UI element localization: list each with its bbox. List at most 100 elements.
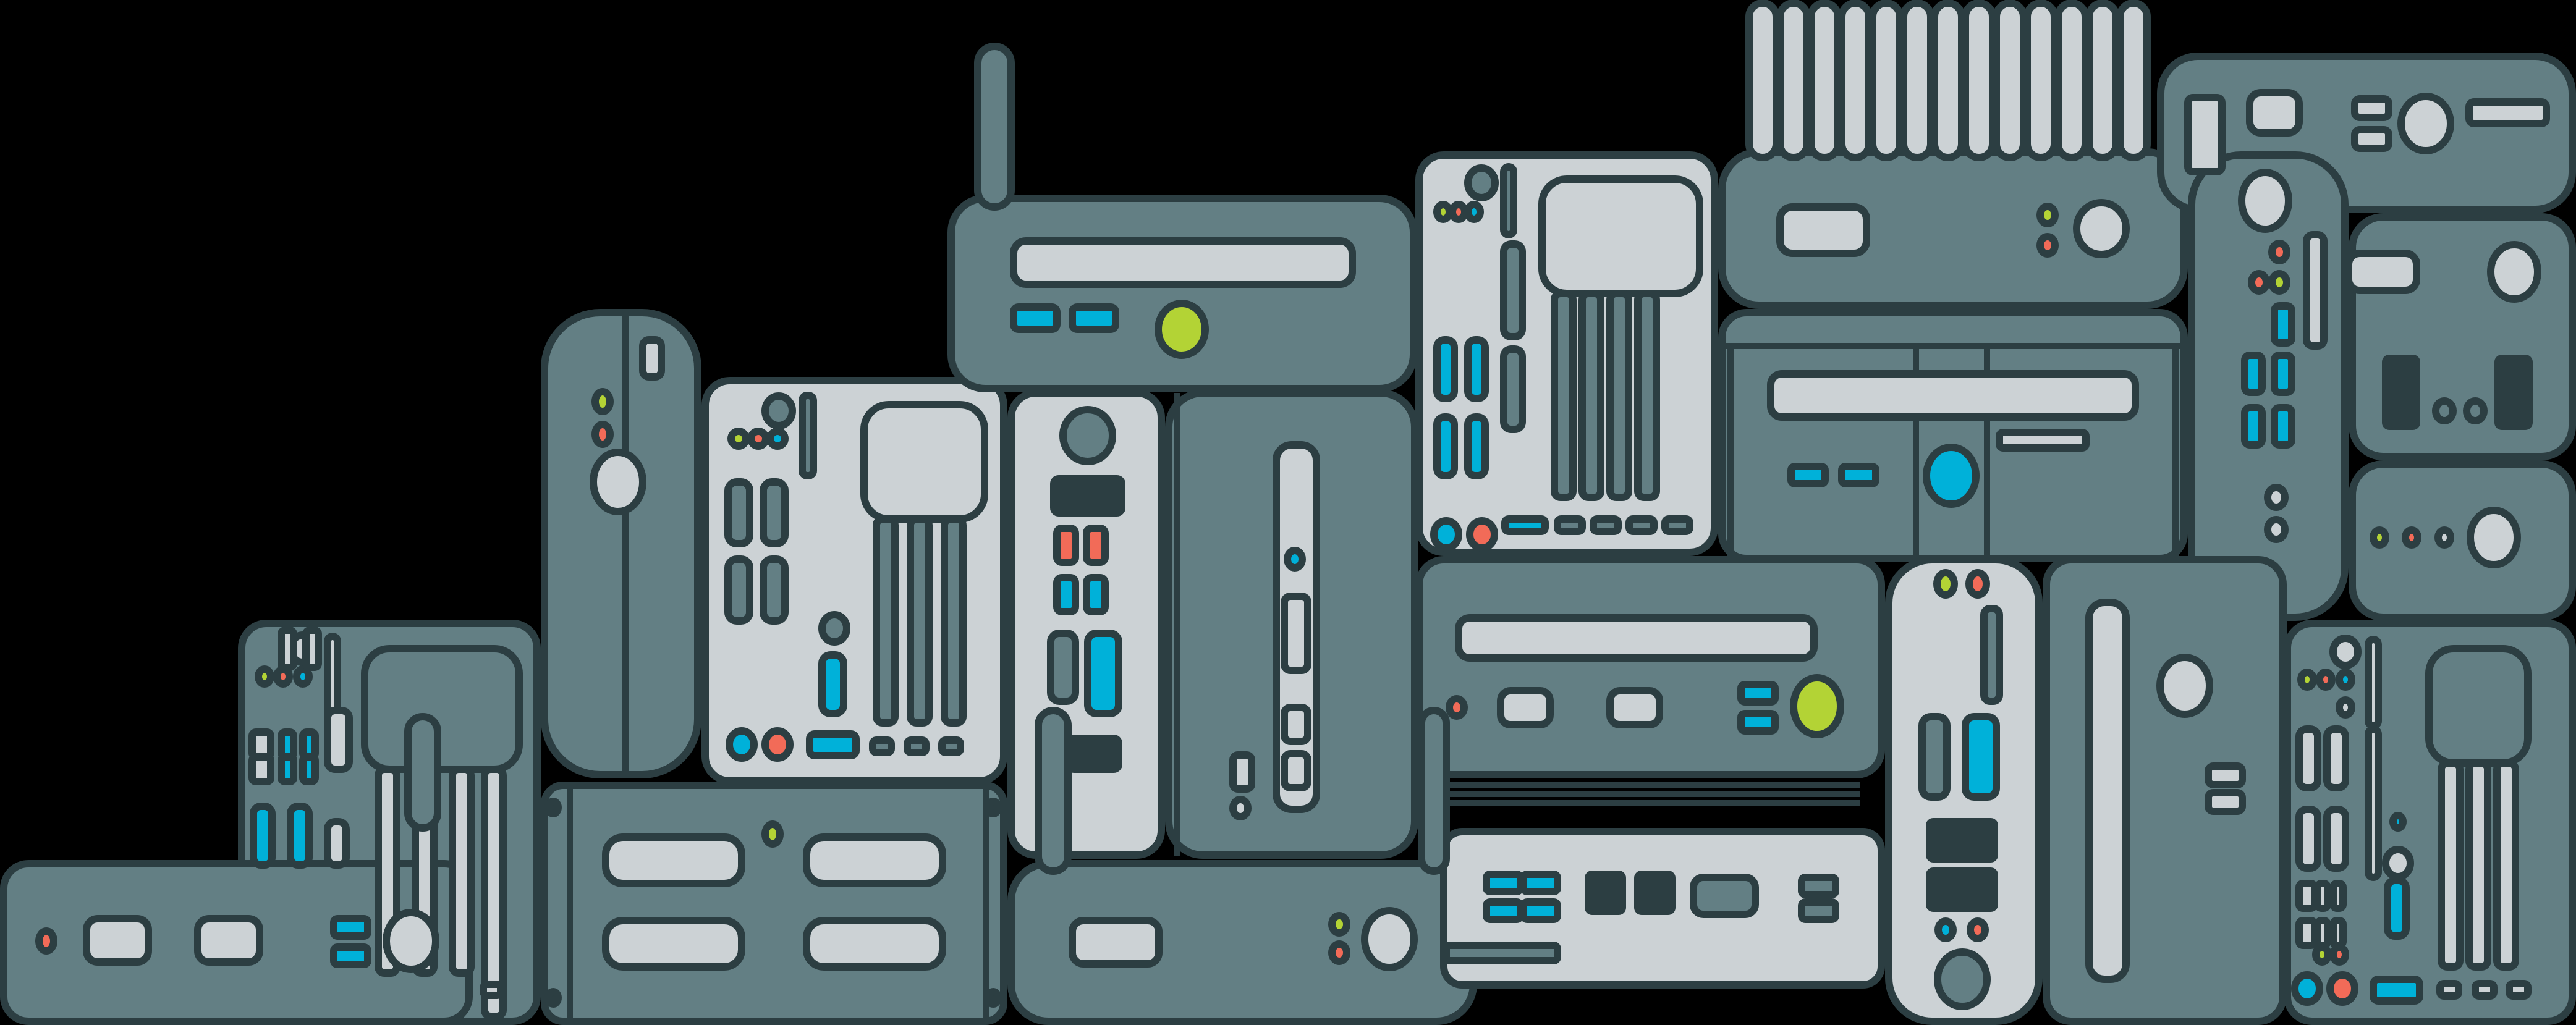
- status-led-icon: [1446, 695, 1468, 720]
- usb-port-icon: [1229, 751, 1255, 793]
- vent-grille-icon: [602, 833, 745, 887]
- audio-jack-icon: [1430, 517, 1462, 552]
- port-icon: [2295, 917, 2318, 949]
- serial-port-icon: [1500, 345, 1526, 433]
- vga-port-icon: [1464, 413, 1489, 479]
- led-icon: [2036, 203, 2059, 227]
- drive-slot-icon: [2465, 98, 2550, 127]
- usb-port-icon: [1520, 898, 1561, 923]
- drive-slot-icon: [2303, 231, 2328, 350]
- led-icon: [2432, 397, 2457, 424]
- usb-port-icon: [1053, 574, 1079, 615]
- status-led-icon: [591, 421, 614, 448]
- power-button-icon: [2467, 507, 2521, 568]
- led-icon: [2402, 526, 2421, 549]
- antenna-icon: [974, 43, 1015, 211]
- ethernet-port-icon: [1066, 735, 1122, 773]
- drive-slot-icon: [1069, 917, 1163, 968]
- port-icon: [1554, 515, 1586, 535]
- usb-port-icon: [2241, 352, 2266, 396]
- audio-jack-icon: [2291, 971, 2323, 1006]
- audio-jack-icon: [761, 727, 794, 762]
- led-icon: [2329, 943, 2349, 966]
- port-icon: [2295, 880, 2318, 912]
- port-icon: [1590, 515, 1622, 535]
- led-icon: [2336, 696, 2355, 719]
- ethernet-port-icon: [2184, 94, 2226, 175]
- desktop-case: [1718, 309, 2188, 562]
- led-icon: [747, 428, 769, 450]
- ram-slot-icon: [481, 766, 507, 1020]
- port-icon: [904, 736, 930, 756]
- usb-port-icon: [2241, 404, 2266, 449]
- led-icon: [2036, 233, 2059, 258]
- power-button-icon: [2397, 93, 2454, 154]
- led-icon: [985, 988, 1002, 1008]
- vga-port-icon: [2246, 89, 2303, 137]
- led-icon: [985, 798, 1002, 817]
- port-icon: [480, 981, 504, 999]
- vent-grille-icon: [602, 917, 745, 971]
- usb-port-icon: [1083, 525, 1109, 566]
- led-icon: [1933, 569, 1958, 599]
- port-icon: [1798, 874, 1839, 898]
- port-icon: [1798, 898, 1839, 923]
- led-icon: [1328, 912, 1350, 937]
- power-button-icon: [2487, 241, 2541, 303]
- vga-port-icon: [1464, 336, 1489, 402]
- led-icon: [1449, 201, 1468, 223]
- status-led-icon: [1284, 547, 1306, 572]
- port-icon: [2506, 980, 2532, 1000]
- usb-port-icon: [1083, 574, 1109, 615]
- power-button-icon: [1361, 907, 1418, 971]
- usb-port-icon: [2271, 352, 2295, 396]
- power-button-icon: [2156, 654, 2213, 718]
- led-icon: [2268, 240, 2290, 264]
- led-icon: [2264, 484, 2289, 511]
- ram-slot-icon: [941, 515, 967, 727]
- slot-icon: [1281, 750, 1311, 791]
- port-icon: [299, 753, 319, 785]
- optical-drive-icon: [1767, 370, 2139, 421]
- dvd-unit: [1415, 556, 1885, 778]
- usb-port-icon: [1069, 303, 1119, 333]
- vga-port-icon: [287, 803, 313, 869]
- usb-port-icon: [1737, 710, 1779, 735]
- ram-slot-icon: [2465, 759, 2491, 971]
- cable-icon: [404, 713, 441, 832]
- vent-grille-icon: [803, 833, 946, 887]
- port-icon: [2205, 762, 2246, 788]
- usb-port-icon: [1737, 681, 1779, 706]
- power-button-icon: [1790, 674, 1844, 738]
- led-icon: [727, 428, 750, 450]
- ram-slot-icon: [907, 515, 933, 727]
- vent-grille-icon: [803, 917, 946, 971]
- antenna-icon: [1035, 707, 1072, 875]
- ethernet-port-icon: [1050, 475, 1125, 517]
- port-icon: [1661, 515, 1693, 535]
- port-icon: [2329, 917, 2347, 949]
- ethernet-port-icon: [2382, 355, 2420, 430]
- led-icon: [1433, 201, 1453, 223]
- led-icon: [2463, 397, 2488, 424]
- port-icon: [2314, 917, 2331, 949]
- usb-port-icon: [2271, 302, 2295, 347]
- power-button-icon: [2073, 199, 2130, 258]
- port-icon: [1625, 515, 1658, 535]
- led-icon: [766, 428, 789, 450]
- vga-port-icon: [1047, 630, 1079, 705]
- dvi-port-icon: [1962, 713, 2000, 801]
- status-led-icon: [761, 820, 784, 848]
- led-icon: [544, 798, 562, 817]
- drive-slot-icon: [2345, 250, 2420, 294]
- power-button-icon: [590, 449, 646, 515]
- ram-slot-icon: [1634, 290, 1660, 501]
- tower-left-narrow: [541, 309, 701, 778]
- drive-slot-icon: [1996, 429, 2090, 452]
- vga-port-icon: [2295, 806, 2321, 872]
- port-icon: [2436, 980, 2462, 1000]
- ethernet-port-icon: [1585, 871, 1626, 915]
- button-icon: [1229, 796, 1252, 820]
